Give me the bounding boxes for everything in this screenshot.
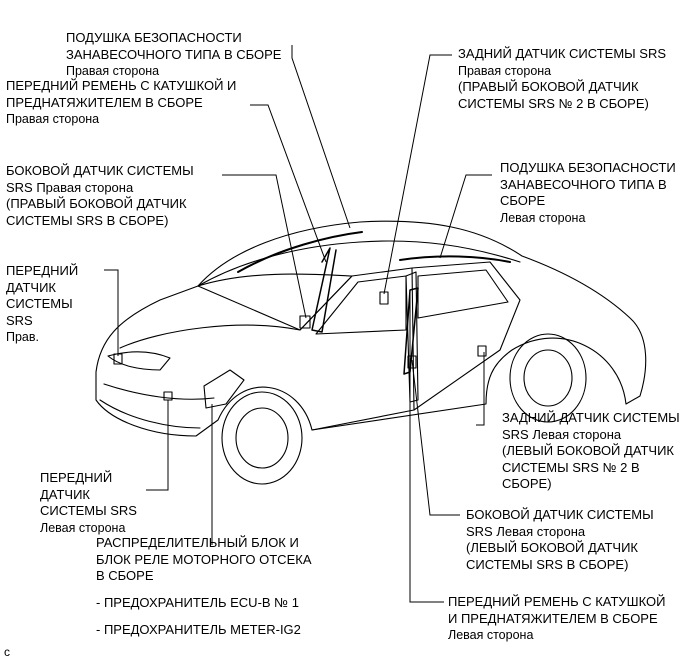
rear-wheel (509, 333, 587, 423)
curtain-airbag-left (399, 255, 511, 263)
label-curtain-left: ПОДУШКА БЕЗОПАСНОСТИ ЗАНАВЕСОЧНОГО ТИПА … (500, 160, 676, 225)
leader-front-belt-right (250, 104, 327, 263)
label-fuse-meter-ig2: - ПРЕДОХРАНИТЕЛЬ METER-IG2 (96, 622, 301, 637)
leader-front-sensor-right (104, 269, 119, 356)
front-bumper (99, 383, 215, 429)
front-rim (235, 407, 289, 469)
side-sensor-left-mark (407, 355, 417, 369)
windshield (197, 273, 353, 331)
leader-rear-sensor-right (383, 54, 452, 295)
leader-side-sensor-right (222, 174, 307, 319)
label-front-belt-left: ПЕРЕДНИЙ РЕМЕНЬ С КАТУШКОЙ И ПРЕДНАТЯЖИТ… (448, 594, 666, 642)
label-fuse-ecu-b: - ПРЕДОХРАНИТЕЛЬ ECU-B № 1 (96, 595, 299, 610)
rear-rim (523, 349, 573, 407)
label-relay-block: РАСПРЕДЕЛИТЕЛЬНЫЙ БЛОК И БЛОК РЕЛЕ МОТОР… (96, 535, 312, 583)
leader-curtain-right (291, 45, 351, 229)
label-rear-sensor-left: ЗАДНИЙ ДАТЧИК СИСТЕМЫ SRS Левая сторона … (502, 410, 680, 491)
rear-sensor-left-mark (477, 345, 487, 357)
roof-line (197, 240, 521, 287)
label-curtain-right: ПОДУШКА БЕЗОПАСНОСТИ ЗАНАВЕСОЧНОГО ТИПА … (66, 30, 282, 78)
rear-door (411, 261, 521, 411)
front-door (299, 267, 415, 431)
car-body (95, 220, 647, 437)
leader-front-sensor-left (146, 400, 169, 491)
label-side-sensor-left: БОКОВОЙ ДАТЧИК СИСТЕМЫ SRS Левая сторона… (466, 507, 654, 572)
front-wheel (221, 391, 303, 485)
label-side-sensor-right: БОКОВОЙ ДАТЧИК СИСТЕМЫ SRS Правая сторон… (6, 163, 194, 228)
leader-side-sensor-left (411, 359, 460, 516)
curtain-airbag-right (237, 231, 363, 273)
leader-front-belt-left (409, 292, 444, 603)
relay-block (203, 369, 245, 409)
label-front-belt-right: ПЕРЕДНИЙ РЕМЕНЬ С КАТУШКОЙ И ПРЕДНАТЯЖИТ… (6, 78, 237, 126)
corner-mark: c (4, 645, 10, 659)
hood-line (119, 324, 301, 349)
front-sensor-left-mark (163, 391, 173, 401)
b-pillar (405, 271, 419, 403)
leader-rear-sensor-left (476, 352, 485, 426)
side-sensor-right-mark (299, 315, 311, 329)
leader-curtain-left (439, 174, 492, 259)
seatbelt-right (311, 247, 337, 333)
